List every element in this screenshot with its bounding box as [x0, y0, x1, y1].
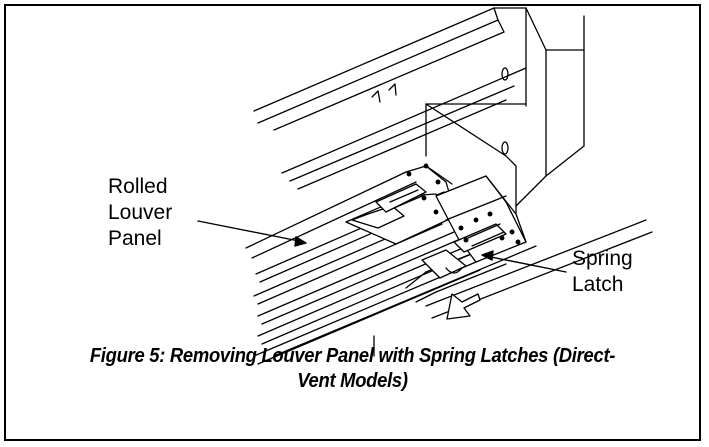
- louver-panel-illustration: [197, 7, 653, 365]
- rolled-louver-panel-label: Rolled Louver Panel: [108, 175, 173, 250]
- upper-bracket: [345, 163, 461, 245]
- rear-rail: [253, 7, 527, 357]
- cabinet: [425, 7, 585, 227]
- figure-caption: Figure 5: Removing Louver Panel with Spr…: [89, 345, 616, 392]
- lower-bracket: [421, 175, 527, 279]
- leader-lines: [197, 220, 567, 273]
- figure-frame: Rolled Louver Panel Spring Latch Figure …: [4, 4, 701, 441]
- spring-latch-label: Spring Latch: [572, 247, 633, 296]
- removal-direction-arrow: [446, 293, 481, 320]
